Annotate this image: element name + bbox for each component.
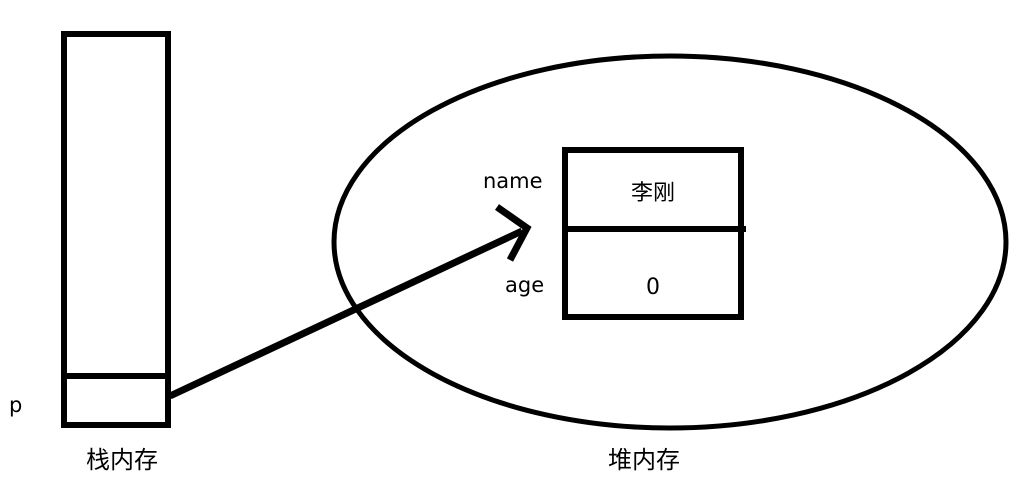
reference-arrow-shaft (168, 227, 524, 400)
heap-ellipse (331, 53, 1009, 431)
field-value-name: 李刚 (630, 181, 675, 206)
heap-object-box (562, 147, 744, 320)
heap-memory-caption: 堆内存 (608, 446, 680, 474)
stack-pointer-label: p (9, 393, 23, 417)
stack-memory-box (61, 31, 171, 428)
field-label-name: name (483, 169, 543, 193)
reference-arrow-head (494, 204, 532, 262)
field-label-age: age (505, 273, 545, 297)
field-value-age: 0 (646, 275, 660, 300)
stack-memory-caption: 栈内存 (86, 446, 158, 474)
